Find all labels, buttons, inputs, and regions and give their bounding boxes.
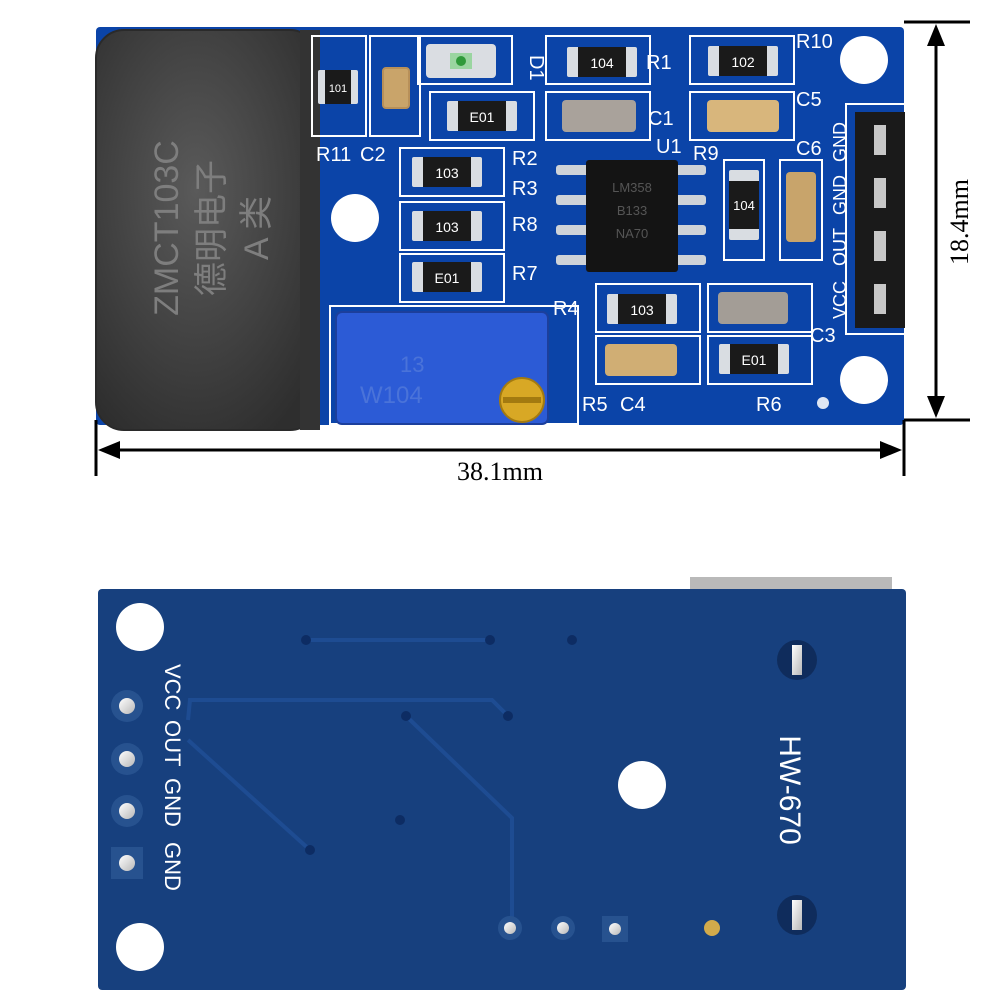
back-pcb — [98, 589, 906, 990]
label-r7: R7 — [512, 263, 538, 285]
copper-traces — [186, 638, 514, 920]
label-r2: R2 — [512, 148, 538, 170]
label-r5: R5 — [582, 394, 608, 416]
resistor-code: 103 — [435, 165, 459, 181]
pin-label-vcc: VCC — [160, 664, 185, 711]
pin-label-gnd: GND — [160, 842, 185, 891]
trimpot[interactable]: 13 W104 — [329, 305, 579, 425]
back-board: VCC OUT GND GND HW-670 — [98, 577, 906, 990]
mounting-hole-icon — [618, 761, 666, 809]
front-board: ZMCT103C 德明电子 A 类 13 W104 LM358 — [95, 27, 907, 431]
resistor-r1: 104 — [567, 47, 637, 77]
label-c5: C5 — [796, 89, 822, 111]
resistor-code: 104 — [590, 55, 614, 71]
capacitor-c5 — [707, 100, 779, 132]
label-c4: C4 — [620, 394, 646, 416]
mounting-hole-icon — [840, 36, 888, 84]
label-r10: R10 — [796, 31, 833, 53]
label-c2: C2 — [360, 144, 386, 166]
vias — [301, 635, 577, 855]
pin-label-gnd: GND — [160, 778, 185, 827]
resistor-code: E01 — [742, 352, 767, 368]
label-u1: U1 — [656, 136, 682, 158]
chip-text: NA70 — [616, 226, 649, 241]
capacitor-c2 — [382, 67, 410, 109]
mounting-hole-icon — [116, 923, 164, 971]
label-r11: R11 — [316, 144, 351, 166]
label-c1: C1 — [648, 108, 674, 130]
label-r8: R8 — [512, 214, 538, 236]
dimension-annotations: 38.1mm 18.4mm — [94, 20, 974, 486]
resistor-code: 102 — [731, 54, 755, 70]
op-amp-chip: LM358 B133 NA70 — [556, 160, 706, 272]
resistor-code: E01 — [435, 270, 460, 286]
label-d1: D1 — [525, 55, 547, 81]
transformer-pads — [498, 640, 817, 942]
resistor-r6: E01 — [719, 344, 789, 374]
sensor-model-text: ZMCT103C — [148, 140, 186, 316]
resistor-r2: 103 — [412, 157, 482, 187]
back-pin-labels: VCC OUT GND GND — [160, 664, 185, 891]
silkscreen-outlines — [311, 35, 907, 385]
label-r4: R4 — [553, 298, 579, 320]
pin-label-out: OUT — [160, 720, 185, 766]
resistor-r10: 102 — [708, 46, 778, 76]
sensor-maker-text: 德明电子 — [193, 160, 231, 296]
resistor-code: E01 — [470, 109, 495, 125]
resistor-r9: 104 — [729, 170, 759, 240]
resistor-code: 103 — [435, 219, 459, 235]
resistor-code: 101 — [329, 83, 347, 95]
board-model-text: HW-670 — [773, 735, 806, 844]
label-c6: C6 — [796, 138, 822, 160]
resistor-code: 104 — [733, 198, 755, 213]
capacitor-c6 — [786, 172, 816, 242]
via-icon — [817, 397, 829, 409]
resistor-r8: E01 — [412, 262, 482, 292]
current-transformer: ZMCT103C 德明电子 A 类 — [95, 29, 320, 431]
resistor-r3: 103 — [412, 211, 482, 241]
trimpot-value-text: W104 — [360, 382, 423, 409]
label-r9: R9 — [693, 143, 719, 165]
label-c3: C3 — [810, 325, 836, 347]
label-r6: R6 — [756, 394, 782, 416]
back-pin-pads[interactable] — [111, 690, 143, 879]
pin-header-front[interactable] — [855, 112, 905, 328]
width-dimension-label: 38.1mm — [457, 457, 543, 486]
capacitor-c4 — [605, 344, 677, 376]
resistor-r4: 103 — [607, 294, 677, 324]
label-r3: R3 — [512, 178, 538, 200]
sensor-class-text: A 类 — [238, 196, 276, 260]
resistor-r2-top: E01 — [447, 101, 517, 131]
label-r1: R1 — [646, 52, 672, 74]
capacitor-c1 — [562, 100, 636, 132]
height-dimension-label: 18.4mm — [945, 179, 974, 265]
chip-text: LM358 — [612, 180, 652, 195]
resistor-code: 103 — [630, 302, 654, 318]
chip-text: B133 — [617, 203, 647, 218]
mounting-hole-icon — [116, 603, 164, 651]
trimpot-turns-text: 13 — [400, 352, 424, 377]
mounting-hole-icon — [840, 356, 888, 404]
resistor-r11: 101 — [318, 70, 358, 104]
capacitor-c3 — [718, 292, 788, 324]
mounting-hole-icon — [331, 194, 379, 242]
